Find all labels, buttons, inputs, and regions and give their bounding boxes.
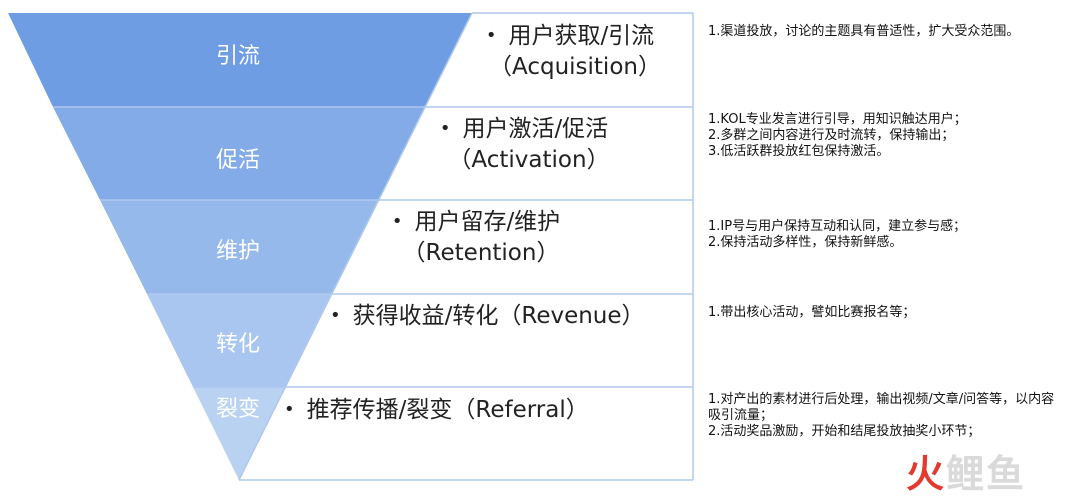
- bullet-icon: •: [330, 305, 341, 326]
- funnel-stage-3-shape: [100, 200, 378, 294]
- stage-5-title: • 推荐传播/裂变（Referral）: [284, 394, 664, 426]
- stage-2-title: • 用户激活/促活 （Activation）: [424, 113, 624, 176]
- stage-5-desc-line: 2.活动奖品激励，开始和结尾投放抽奖小环节；: [708, 424, 981, 439]
- stage-4-title: • 获得收益/转化（Revenue）: [330, 300, 670, 332]
- bullet-icon: •: [284, 399, 295, 420]
- stage-3-title-en: （Retention）: [402, 240, 560, 266]
- stage-5-label: 裂变: [215, 397, 260, 422]
- funnel-stage-2-shape: [53, 107, 425, 200]
- stage-1-title-en: （Acquisition）: [489, 54, 661, 80]
- funnel-outline: [53, 12, 694, 481]
- stage-2-label: 促活: [215, 148, 260, 173]
- bullet-icon: •: [439, 118, 451, 139]
- stage-4-desc-line: 1.带出核心活动，譬如比赛报名等；: [708, 305, 916, 320]
- stage-4-label: 转化: [215, 332, 260, 357]
- stage-1-title-cn: 用户获取/引流: [508, 23, 655, 49]
- stage-3-title: • 用户留存/维护 （Retention）: [376, 206, 576, 269]
- stage-1-title: • 用户获取/引流 （Acquisition）: [470, 20, 670, 83]
- stage-1-description: 1.渠道投放，讨论的主题具有普适性，扩大受众范围。: [708, 24, 1064, 40]
- stage-1-desc-line: 1.渠道投放，讨论的主题具有普适性，扩大受众范围。: [708, 24, 1020, 39]
- stage-3-desc-line: 1.IP号与用户保持互动和认同，建立参与感；: [708, 219, 967, 234]
- stage-1-label: 引流: [215, 44, 260, 69]
- stage-2-desc-line: 3.低活跃群投放红包保持激活。: [708, 144, 890, 159]
- stage-2-description: 1.KOL专业发言进行引导，用知识触达用户； 2.多群之间内容进行及时流转，保持…: [708, 112, 1064, 160]
- stage-5-description: 1.对产出的素材进行后处理，输出视频/文章/问答等，以内容吸引流量； 2.活动奖…: [708, 392, 1064, 440]
- stage-3-desc-line: 2.保持活动多样性，保持新鲜感。: [708, 235, 903, 250]
- stage-3-title-cn: 用户留存/维护: [414, 209, 561, 235]
- watermark-logo-part2: 鲤鱼: [946, 452, 1027, 496]
- stage-4-title-cn: 获得收益/转化（Revenue）: [352, 303, 645, 329]
- funnel-stage-4-shape: [147, 294, 331, 387]
- stage-3-label: 维护: [215, 239, 260, 264]
- stage-2-desc-line: 2.多群之间内容进行及时流转，保持输出；: [708, 128, 955, 143]
- stage-2-title-en: （Activation）: [448, 147, 610, 173]
- stage-2-title-cn: 用户激活/促活: [462, 116, 609, 142]
- stage-3-description: 1.IP号与用户保持互动和认同，建立参与感； 2.保持活动多样性，保持新鲜感。: [708, 219, 1064, 251]
- stage-4-description: 1.带出核心活动，譬如比赛报名等；: [708, 305, 1064, 321]
- funnel-stage-1-shape: [8, 13, 472, 107]
- bullet-icon: •: [485, 25, 497, 46]
- bullet-icon: •: [391, 211, 403, 232]
- stage-5-desc-line: 1.对产出的素材进行后处理，输出视频/文章/问答等，以内容吸引流量；: [708, 392, 1055, 423]
- watermark-logo: 火鲤鱼: [906, 452, 1026, 496]
- stage-2-desc-line: 1.KOL专业发言进行引导，用知识触达用户；: [708, 112, 967, 127]
- funnel-stage-5-shape: [193, 387, 285, 480]
- stage-5-title-cn: 推荐传播/裂变（Referral）: [306, 397, 589, 423]
- watermark-logo-part1: 火: [906, 452, 947, 496]
